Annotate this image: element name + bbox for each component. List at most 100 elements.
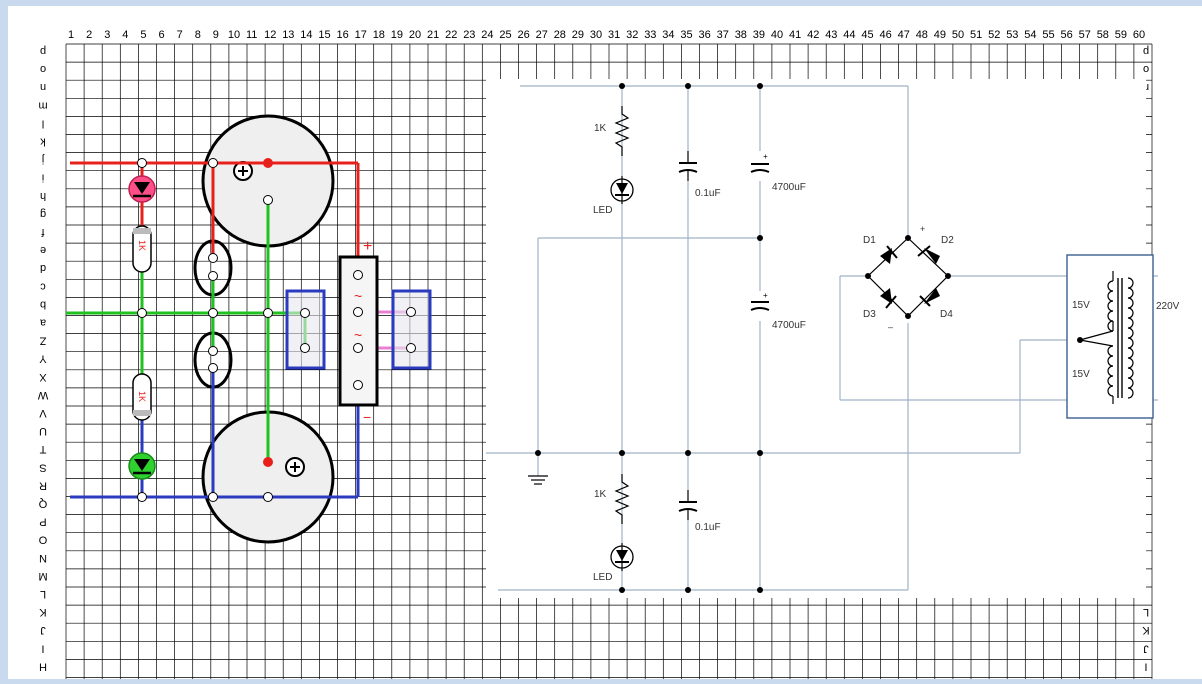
column-label: 10 [228, 29, 240, 41]
bridge-rectifier: D1 D2 D3 D4 + – [863, 224, 954, 332]
cap-bottom-small-label: 0.1uF [695, 522, 721, 533]
diode-d4-label: D4 [940, 309, 953, 320]
column-label: 11 [246, 29, 257, 41]
column-label: 55 [1042, 29, 1054, 41]
column-label: 1 [68, 29, 74, 41]
row-label: c [40, 280, 46, 292]
column-label: 41 [789, 29, 801, 41]
row-label: k [40, 136, 46, 148]
row-label: O [38, 534, 47, 546]
row-label: d [40, 262, 46, 274]
schematic-resistor-bottom: 1K [594, 474, 630, 524]
schematic-cap-top-small: 0.1uF [676, 151, 721, 199]
column-label: 32 [626, 29, 638, 41]
row-label: P [39, 516, 46, 528]
row-label: f [41, 226, 45, 238]
resistor-bottom-breadboard-label: 1K [137, 391, 147, 402]
bridge-minus-sign: − [363, 409, 371, 425]
column-label: 14 [300, 29, 312, 41]
row-label: n [40, 81, 46, 93]
column-label: 56 [1061, 29, 1073, 41]
row-label-right: p [1143, 45, 1149, 57]
cap-top-big-label: 4700uF [772, 182, 806, 193]
row-label: Q [38, 498, 47, 510]
column-label: 8 [195, 29, 201, 41]
column-label: 48 [916, 29, 928, 41]
column-label: 5 [140, 29, 146, 41]
column-label: 21 [427, 29, 439, 41]
resistor-top: 1K [132, 225, 152, 273]
column-label: 58 [1097, 29, 1109, 41]
schematic-cap-bottom-small: 0.1uF [676, 490, 721, 533]
transformer-primary-label: 220V [1156, 301, 1180, 312]
column-label: 33 [644, 29, 656, 41]
column-label: 31 [608, 29, 620, 41]
column-label: 40 [771, 29, 783, 41]
column-label: 47 [898, 29, 910, 41]
column-label: 9 [213, 29, 219, 41]
row-label: b [40, 298, 46, 310]
svg-text:+: + [763, 152, 768, 161]
bridge-ac-symbol-2: ~ [354, 327, 362, 343]
row-label: o [40, 63, 46, 75]
row-label: l [42, 117, 44, 129]
column-label: 27 [536, 29, 548, 41]
schematic-resistor-top: 1K [594, 106, 630, 156]
column-label: 28 [554, 29, 566, 41]
column-label: 24 [481, 29, 493, 41]
column-label: 22 [445, 29, 457, 41]
column-label: 52 [988, 29, 1000, 41]
row-label: H [39, 660, 47, 672]
column-label: 30 [590, 29, 602, 41]
transformer-connector-block [391, 289, 432, 370]
row-label: h [40, 190, 46, 202]
schematic-cap-mid-big: + 4700uF [748, 291, 806, 331]
column-label: 6 [159, 29, 165, 41]
transformer-secondary-bottom-label: 15V [1072, 369, 1090, 380]
diode-d3-label: D3 [863, 309, 876, 320]
row-label: I [41, 642, 44, 654]
schematic-cap-top-big: + 4700uF [748, 151, 806, 193]
column-label: 13 [282, 29, 294, 41]
row-label: j [42, 154, 45, 166]
schematic-led-bottom: LED [593, 542, 634, 583]
led-bottom-label: LED [593, 572, 612, 583]
row-label-right: J [1143, 642, 1149, 654]
row-label: X [39, 371, 47, 383]
bridge-plus-label: + [920, 224, 925, 234]
column-label: 45 [861, 29, 873, 41]
row-label-right: L [1143, 606, 1149, 618]
row-label: N [39, 552, 47, 564]
column-label: 7 [177, 29, 183, 41]
column-label: 37 [717, 29, 729, 41]
row-label-right: K [1142, 624, 1150, 636]
column-label: 57 [1079, 29, 1091, 41]
row-label: e [40, 244, 46, 256]
row-label: p [40, 45, 46, 57]
cap-mid-big-label: 4700uF [772, 320, 806, 331]
column-label: 39 [753, 29, 765, 41]
column-label: 26 [518, 29, 530, 41]
bridge-ac-symbol-1: ~ [354, 288, 362, 304]
column-label: 25 [499, 29, 511, 41]
column-label: 15 [318, 29, 330, 41]
resistor-top-label: 1K [594, 123, 607, 134]
ground-symbol [528, 475, 548, 485]
row-label: T [39, 443, 46, 455]
row-label-right: I [1144, 660, 1147, 672]
column-label: 12 [264, 29, 276, 41]
resistor-bottom-label: 1K [594, 489, 607, 500]
led-red [128, 175, 156, 203]
schematic-area [486, 79, 1146, 598]
svg-text:+: + [763, 291, 768, 300]
column-label: 42 [807, 29, 819, 41]
column-label: 38 [735, 29, 747, 41]
ceramic-cap-block [285, 289, 326, 370]
row-label: g [40, 208, 46, 220]
row-label: i [42, 172, 44, 184]
diode-d1-label: D1 [863, 235, 876, 246]
